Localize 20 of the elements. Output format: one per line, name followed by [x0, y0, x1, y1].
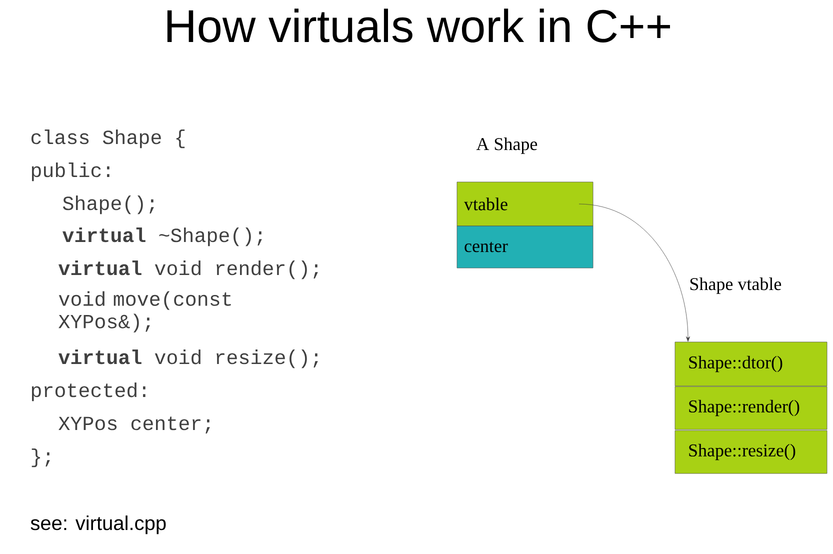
code-line: void move(const XYPos&); — [58, 291, 231, 332]
arrow — [578, 204, 690, 342]
code-line: virtual ~Shape(); — [62, 228, 262, 246]
file-note: see: virtual.cpp — [30, 516, 166, 534]
code-line: public: — [32, 162, 110, 182]
code-line: class Shape { — [31, 130, 185, 148]
diagram-label: A Shape — [476, 138, 538, 154]
code-line: Shape(); — [62, 196, 154, 214]
method-cell: Shape::render() — [674, 386, 828, 430]
diagram-label: Shape vtable — [690, 278, 782, 294]
code-line: virtual void resize(); — [58, 350, 318, 368]
code-line: XYPos center; — [58, 416, 210, 434]
title: How virtuals work in C++ — [167, 8, 670, 42]
field-cell: center — [456, 226, 594, 268]
method-cell: Shape::resize() — [674, 430, 828, 474]
code-line: virtual void render(); — [58, 260, 318, 280]
code-line: }; — [32, 448, 50, 468]
field-cell: vtable — [456, 182, 594, 226]
code-line: protected: — [32, 382, 146, 402]
method-cell: Shape::dtor() — [674, 342, 828, 386]
